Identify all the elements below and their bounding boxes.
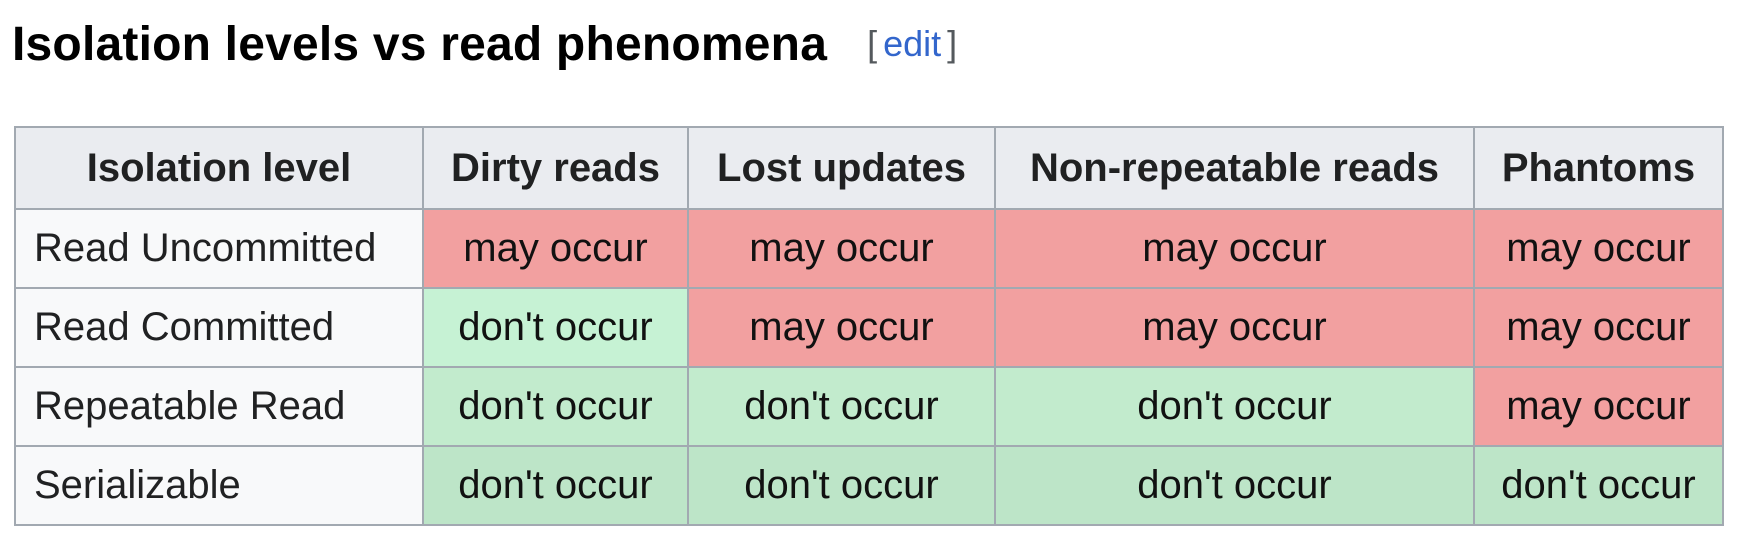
table-cell: don't occur (1473, 445, 1724, 526)
table-cell: don't occur (994, 445, 1475, 526)
table-cell: don't occur (994, 366, 1475, 447)
table-cell: don't occur (422, 445, 689, 526)
table-row-serializable: Serializable don't occur don't occur don… (14, 445, 1724, 526)
column-header-phantoms: Phantoms (1473, 126, 1724, 210)
section-heading: Isolation levels vs read phenomena [ edi… (12, 8, 957, 80)
column-header-non-repeatable-reads: Non-repeatable reads (994, 126, 1475, 210)
edit-bracket-close: ] (947, 23, 958, 64)
table-cell: may occur (994, 287, 1475, 368)
table-cell: may occur (1473, 287, 1724, 368)
table-row-read-uncommitted: Read Uncommitted may occur may occur may… (14, 208, 1724, 289)
row-header: Read Committed (14, 287, 424, 368)
column-header-isolation-level: Isolation level (14, 126, 424, 210)
table-header-row: Isolation level Dirty reads Lost updates… (14, 126, 1724, 210)
table-cell: don't occur (422, 366, 689, 447)
table-row-read-committed: Read Committed don't occur may occur may… (14, 287, 1724, 368)
table-cell: don't occur (687, 366, 996, 447)
column-header-lost-updates: Lost updates (687, 126, 996, 210)
table-cell: may occur (994, 208, 1475, 289)
table-cell: may occur (422, 208, 689, 289)
row-header: Serializable (14, 445, 424, 526)
column-header-dirty-reads: Dirty reads (422, 126, 689, 210)
table-cell: don't occur (687, 445, 996, 526)
page-title: Isolation levels vs read phenomena (12, 17, 828, 71)
row-header: Repeatable Read (14, 366, 424, 447)
table-cell: may occur (687, 287, 996, 368)
table-row-repeatable-read: Repeatable Read don't occur don't occur … (14, 366, 1724, 447)
isolation-levels-table: Isolation level Dirty reads Lost updates… (14, 126, 1724, 526)
table-cell: may occur (687, 208, 996, 289)
edit-bracket-open: [ (867, 23, 878, 64)
table-cell: don't occur (422, 287, 689, 368)
table-cell: may occur (1473, 366, 1724, 447)
table-cell: may occur (1473, 208, 1724, 289)
edit-link[interactable]: edit (883, 23, 942, 64)
row-header: Read Uncommitted (14, 208, 424, 289)
edit-section: [ edit ] (867, 23, 957, 65)
